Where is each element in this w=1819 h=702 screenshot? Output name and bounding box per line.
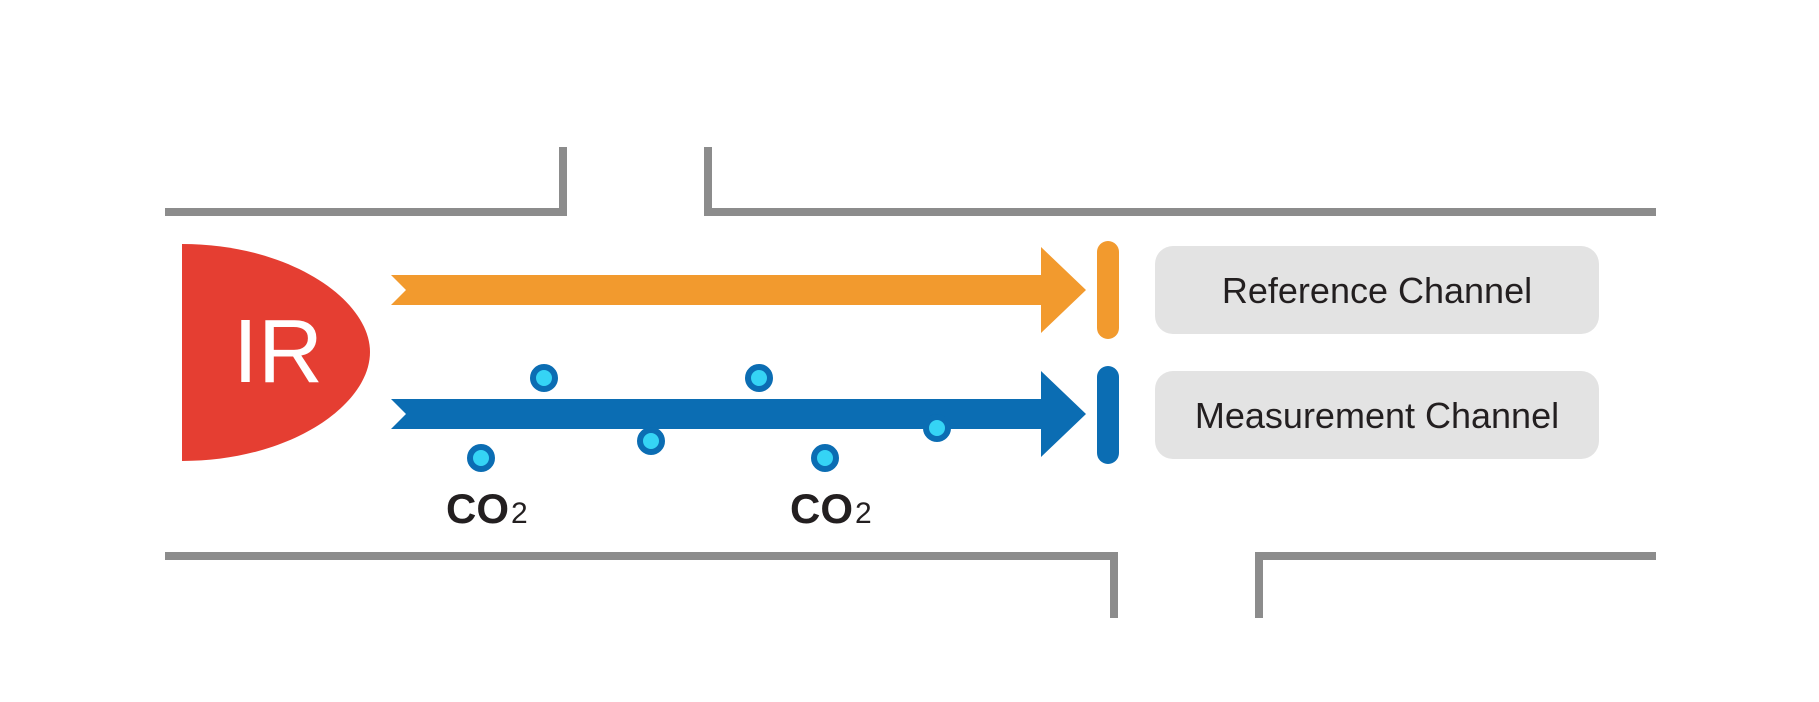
co2-molecules [467, 364, 951, 472]
top-wall-left [165, 147, 567, 216]
reference-beam [391, 241, 1119, 339]
ir-source-shape [182, 244, 370, 461]
measurement-channel-box: Measurement Channel [1155, 371, 1599, 459]
co2-molecule [811, 444, 839, 472]
reference-channel-box-bg [1155, 246, 1599, 334]
ir-source: IR [182, 244, 370, 461]
co2-molecule [637, 427, 665, 455]
reference-arrow [391, 247, 1086, 333]
reference-channel-label: Reference Channel [1222, 270, 1532, 311]
co2-molecule [467, 444, 495, 472]
measurement-arrow [391, 371, 1086, 457]
ir-source-label: IR [233, 302, 323, 402]
measurement-beam [391, 366, 1119, 464]
co2-label: CO2 [790, 485, 872, 532]
top-wall-right [704, 147, 1656, 216]
reference-channel-box: Reference Channel [1155, 246, 1599, 334]
co2-molecule [530, 364, 558, 392]
co2-molecule [923, 414, 951, 442]
reference-detector [1097, 241, 1119, 339]
co2-labels: CO2 CO2 [446, 485, 872, 532]
measurement-detector [1097, 366, 1119, 464]
chamber-walls [165, 147, 1656, 618]
measurement-channel-box-bg [1155, 371, 1599, 459]
co2-label: CO2 [446, 485, 528, 532]
measurement-channel-label: Measurement Channel [1195, 395, 1559, 436]
bottom-wall-right [1255, 552, 1656, 618]
co2-molecule [745, 364, 773, 392]
bottom-wall-left [165, 552, 1118, 618]
